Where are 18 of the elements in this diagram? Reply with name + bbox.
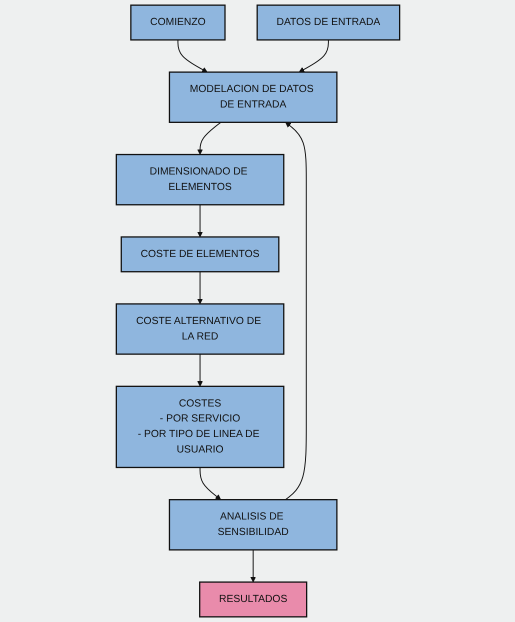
arrow	[250, 549, 256, 582]
node-box: COSTE ALTERNATIVO DE LA RED	[115, 303, 284, 355]
node-box: COMIENZO	[130, 4, 226, 41]
node-box: RESULTADOS	[198, 581, 307, 618]
node-box: COSTE DE ELEMENTOS	[120, 236, 279, 272]
node-box: ANALISIS DE SENSIBILIDAD	[168, 499, 338, 551]
node-box: DATOS DE ENTRADA	[256, 4, 400, 41]
node-box: COSTES - POR SERVICIO - POR TIPO DE LINEA DE USUARIO	[115, 386, 284, 468]
arrow	[176, 39, 208, 72]
arrow	[196, 271, 202, 304]
arrow	[284, 122, 306, 500]
arrow	[196, 354, 202, 387]
node-box: DIMENSIONADO DE ELEMENTOS	[115, 154, 284, 206]
arrow	[199, 466, 221, 500]
arrow	[196, 122, 221, 155]
node-box: MODELACION DE DATOS DE ENTRADA	[168, 71, 338, 123]
arrow	[196, 204, 202, 238]
arrow	[298, 39, 328, 72]
